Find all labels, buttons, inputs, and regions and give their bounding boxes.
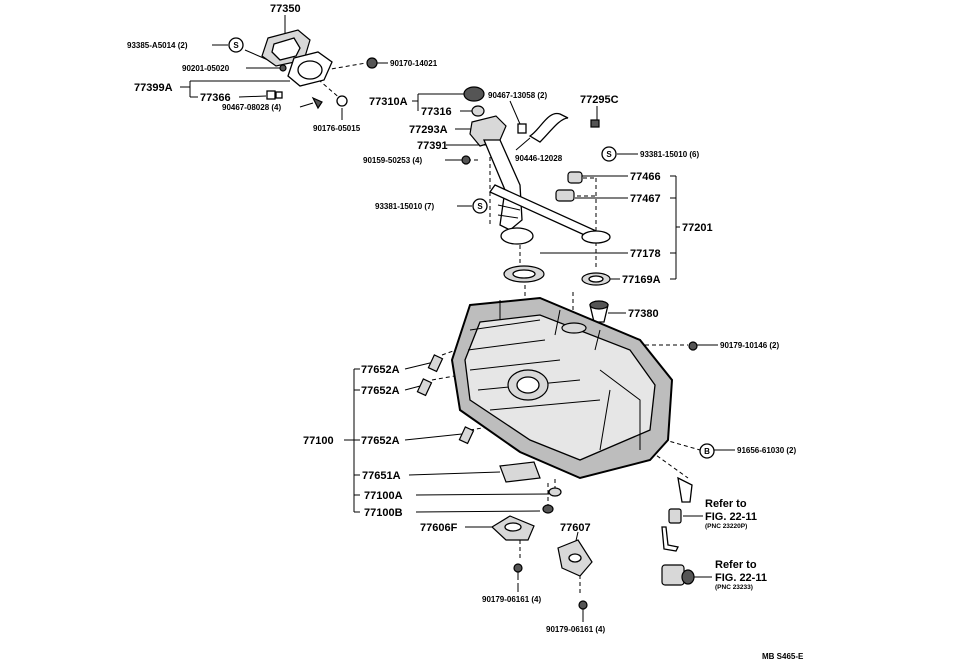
symbol-s-3: S	[477, 202, 483, 211]
fuel-cap-assembly	[463, 86, 600, 147]
label-93385: 93385-A5014 (2)	[127, 41, 188, 50]
label-77652A-3: 77652A	[361, 435, 400, 447]
fuel-tank	[450, 296, 698, 480]
label-77606F: 77606F	[420, 522, 458, 534]
refer-note-2: Refer to FIG. 22-11 (PNC 23233)	[715, 559, 767, 591]
label-77652A-1: 77652A	[361, 364, 400, 376]
label-90201: 90201-05020	[182, 64, 230, 73]
label-90179-06161-b: 90179-06161 (4)	[546, 625, 605, 634]
tank-pads	[416, 354, 562, 514]
label-77295C: 77295C	[580, 94, 619, 106]
refer-2-line-1: Refer to	[715, 559, 757, 571]
label-77178: 77178	[630, 248, 661, 260]
label-90446: 90446-12028	[515, 154, 563, 163]
standard-part-symbols: S S S B	[228, 37, 710, 456]
label-77467: 77467	[630, 193, 661, 205]
gaskets	[503, 265, 611, 323]
part-labels: 77350 93385-A5014 (2) 90201-05020 90170-…	[127, 3, 796, 634]
label-77366: 77366	[200, 92, 231, 104]
label-77316: 77316	[421, 106, 452, 118]
label-77380: 77380	[628, 308, 659, 320]
label-77100: 77100	[303, 435, 334, 447]
label-90467-08028: 90467-08028 (4)	[222, 103, 281, 112]
label-77350: 77350	[270, 3, 301, 15]
label-90179-10146: 90179-10146 (2)	[720, 341, 779, 350]
drawing-code: MB S465-E	[762, 652, 804, 661]
label-90467-13058: 90467-13058 (2)	[488, 91, 547, 100]
label-77651A: 77651A	[362, 470, 401, 482]
refer-2-line-2: FIG. 22-11	[715, 572, 767, 584]
label-77310A: 77310A	[369, 96, 408, 108]
label-90170: 90170-14021	[390, 59, 438, 68]
vent-hose-and-canister	[661, 443, 715, 586]
symbol-b: B	[704, 447, 710, 456]
label-77607: 77607	[560, 522, 591, 534]
label-77201: 77201	[682, 222, 713, 234]
symbol-s-1: S	[233, 41, 239, 50]
refer-note-1: Refer to FIG. 22-11 (PNC 23220P)	[705, 498, 757, 530]
filler-door-assembly	[261, 29, 333, 87]
label-77293A: 77293A	[409, 124, 448, 136]
label-93381-7: 93381-15010 (7)	[375, 202, 434, 211]
label-90176: 90176-05015	[313, 124, 361, 133]
label-91656: 91656-61030 (2)	[737, 446, 796, 455]
label-77399A: 77399A	[134, 82, 173, 94]
label-77391: 77391	[417, 140, 448, 152]
refer-1-line-1: Refer to	[705, 498, 747, 510]
small-fastener-parts	[266, 57, 378, 110]
label-90179-06161-a: 90179-06161 (4)	[482, 595, 541, 604]
tank-straps	[491, 515, 593, 612]
label-77100B: 77100B	[364, 507, 403, 519]
symbol-s-2: S	[606, 150, 612, 159]
leader-lines	[180, 15, 735, 622]
refer-2-line-3: (PNC 23233)	[715, 584, 753, 591]
label-77169A: 77169A	[622, 274, 661, 286]
label-77652A-2: 77652A	[361, 385, 400, 397]
label-90159: 90159-50253 (4)	[363, 156, 422, 165]
refer-1-line-2: FIG. 22-11	[705, 511, 757, 523]
label-93381-6: 93381-15010 (6)	[640, 150, 699, 159]
filler-pipe	[461, 139, 611, 245]
label-77466: 77466	[630, 171, 661, 183]
refer-1-line-3: (PNC 23220P)	[705, 523, 747, 530]
label-77100A: 77100A	[364, 490, 403, 502]
